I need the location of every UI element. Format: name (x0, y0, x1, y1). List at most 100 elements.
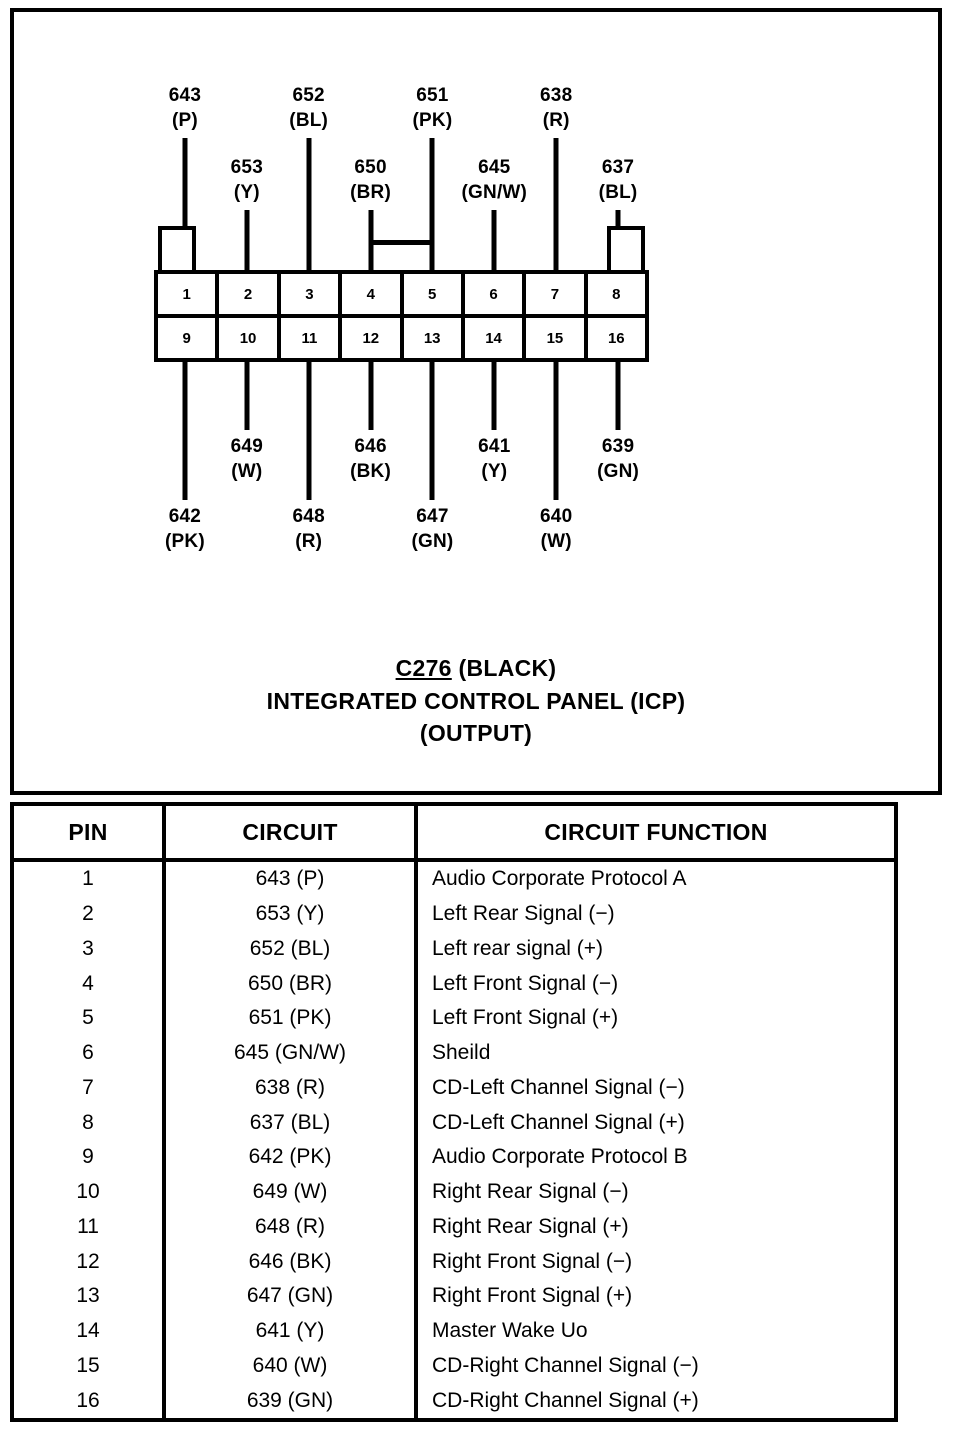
wire-stem-652 (306, 138, 312, 274)
cell-circuit: 640 (W) (162, 1348, 416, 1384)
table-header-row: PIN CIRCUIT CIRCUIT FUNCTION (14, 806, 894, 862)
cell-pin-number: 15 (76, 1353, 100, 1377)
wire-color-code: (GN/W) (461, 181, 528, 203)
wire-number: 639 (601, 436, 635, 457)
wire-label-653: 653(Y) (231, 156, 263, 205)
pin-cell-13: 13 (399, 318, 461, 358)
wire-color-code: (BR) (350, 181, 392, 203)
wire-label-646: 646 (BK) (350, 435, 391, 484)
wire-color-code: (GN) (597, 460, 640, 482)
cell-circuit: 643 (P) (162, 860, 416, 897)
wire-color-code: (R) (542, 109, 570, 131)
cell-pin-number: 8 (82, 1110, 94, 1134)
cell-pin-number: 4 (82, 971, 94, 995)
cell-circuit: 638 (R) (162, 1070, 416, 1106)
pin-cell-9: 9 (182, 329, 191, 347)
wire-label-650: 650(BR) (350, 156, 391, 205)
wire-label-645: 645(GN/W) (462, 156, 528, 205)
cell-circuit-function: Left Front Signal (−) (414, 966, 894, 1002)
wire-stem-643 (182, 138, 188, 274)
wire-number: 649 (230, 436, 263, 457)
pin-cell-11: 11 (276, 318, 338, 358)
wire-number: 646 (354, 436, 387, 457)
cell-circuit-function: Left rear signal (+) (414, 931, 894, 967)
table-row: 9 642 (PK)Audio Corporate Protocol B (14, 1139, 894, 1175)
pin-cell-6: 6 (460, 274, 522, 314)
wire-color-code: (PK) (165, 530, 205, 552)
cell-circuit-function: Right Rear Signal (−) (414, 1174, 894, 1210)
pin-cell-8: 8 (583, 274, 645, 314)
pin-cell-7: 7 (522, 274, 583, 314)
wire-label-648: 648(R) (293, 505, 325, 554)
wire-color-code: (PK) (412, 109, 453, 131)
cell-pin-number: 9 (82, 1145, 94, 1169)
wire-color-code: (BL) (598, 181, 638, 203)
connector-tab-left (158, 226, 196, 274)
wire-color-code: (BK) (350, 460, 392, 482)
cell-circuit: 637 (BL) (162, 1105, 416, 1140)
table-row: 6 645 (GN/W)Sheild (14, 1035, 894, 1071)
cell-circuit: 645 (GN/W) (162, 1035, 416, 1071)
cell-pin-number: 16 (76, 1388, 100, 1412)
connector-id: C276 (395, 655, 452, 681)
table-row: 4 650 (BR)Left Front Signal (−) (14, 966, 894, 1002)
wire-number: 651 (416, 85, 449, 106)
cell-circuit-function: CD-Right Channel Signal (−) (414, 1348, 894, 1384)
cell-pin-number: 13 (76, 1284, 100, 1308)
cell-circuit: 649 (W) (162, 1174, 416, 1210)
pin-cell-2: 2 (215, 274, 276, 314)
cell-circuit-function: Left Front Signal (+) (414, 1001, 894, 1036)
cell-pin-number: 14 (76, 1319, 100, 1342)
cell-circuit: 642 (PK) (162, 1139, 416, 1175)
wire-label-641: 641(Y) (478, 435, 510, 484)
cell-circuit-function: Audio Corporate Protocol B (414, 1139, 894, 1175)
pin-cell-5: 5 (399, 274, 461, 314)
pin-cell-16: 16 (583, 318, 645, 358)
header-pin: PIN (14, 806, 164, 862)
wire-stem-641 (491, 358, 497, 430)
table-row: 5 651 (PK)Left Front Signal (+) (14, 1001, 894, 1036)
header-function: CIRCUIT FUNCTION (414, 806, 894, 862)
cell-circuit: 652 (BL) (162, 931, 416, 967)
cell-circuit-function: CD-Right Channel Signal (+) (414, 1383, 894, 1418)
table-row: 15 640 (W)CD-Right Channel Signal (−) (14, 1348, 894, 1384)
pin-cell-4: 4 (338, 274, 399, 314)
cell-circuit: 650 (BR) (162, 966, 416, 1002)
cell-circuit-function: Sheild (414, 1035, 894, 1071)
wire-number: 637 (601, 157, 635, 178)
cell-circuit: 651 (PK) (162, 1001, 416, 1036)
wire-number: 653 (230, 157, 263, 178)
wire-stem-645 (491, 210, 497, 274)
wire-stem-640 (553, 358, 559, 500)
wire-number: 643 (168, 85, 202, 106)
wire-color-code: (Y) (481, 460, 508, 482)
wire-stem-639 (615, 358, 621, 430)
diagram-canvas: 643(P)653(Y)652(BL)650(BR)651(PK)645(GN/… (14, 12, 938, 791)
wire-stem-646 (368, 358, 374, 430)
cell-pin-number: 6 (82, 1041, 94, 1065)
wire-color-code: (W) (231, 460, 263, 482)
wire-stem-638 (553, 138, 559, 274)
wire-stem-649 (244, 358, 250, 430)
wire-color-code: (W) (540, 530, 572, 552)
cell-pin-number: 5 (82, 1006, 94, 1030)
cell-pin-number: 2 (82, 902, 94, 926)
cell-circuit: 647 (GN) (162, 1278, 416, 1314)
component-name: INTEGRATED CONTROL PANEL (ICP) (266, 687, 686, 714)
pin-cell-12: 12 (338, 318, 399, 358)
cell-circuit: 641 (Y) (162, 1313, 416, 1349)
wire-color-code: (BL) (289, 109, 329, 131)
wire-number: 642 (168, 506, 202, 527)
